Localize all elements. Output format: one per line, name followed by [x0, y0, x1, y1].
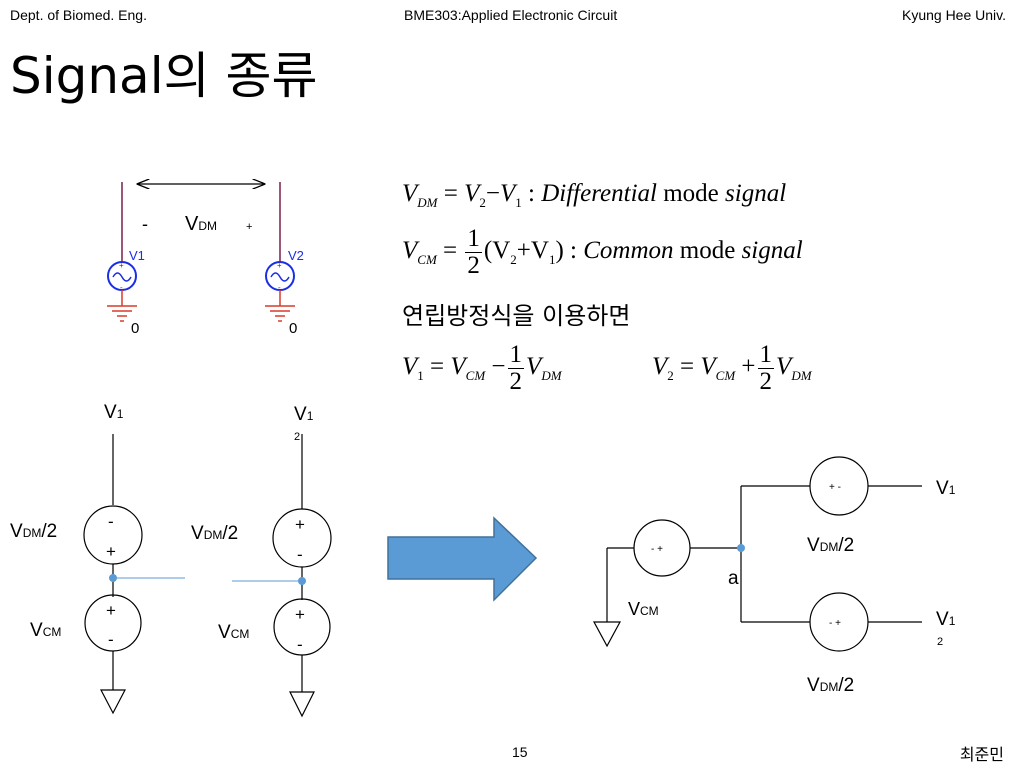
vcm-source-label: VCM	[628, 599, 659, 619]
header-university: Kyung Hee Univ.	[901, 7, 1006, 23]
source-v2-label: V2	[288, 248, 304, 263]
equivalent-circuit	[592, 456, 922, 652]
equation-vdm-definition: VDM = V2−V1 : Differential mode signal	[402, 180, 787, 210]
polarity-sign: -	[297, 635, 303, 654]
vdm-plus-label: +	[246, 221, 252, 233]
vdm-label: VDM	[185, 213, 217, 235]
polarity-sign: -	[297, 545, 303, 564]
ground-label-2: 0	[289, 320, 297, 337]
svg-text:-: -	[278, 283, 281, 292]
circuit2-top-label: V1	[294, 404, 314, 425]
bottom-source-polarity: - +	[829, 618, 841, 629]
circuit2-top-label-extra: 2	[294, 431, 300, 443]
svg-text:+: +	[119, 261, 124, 270]
polarity-sign: +	[106, 542, 116, 561]
top-source-polarity: + -	[829, 482, 841, 493]
output-v2-label: V1	[936, 609, 956, 630]
transform-arrow	[387, 516, 538, 602]
author-name: 최준민	[959, 745, 1004, 764]
slide-title: Signal의 종류	[10, 47, 318, 105]
vdm-minus-label: -	[142, 214, 148, 234]
node-dot	[298, 577, 306, 585]
ground-symbol	[107, 305, 137, 322]
circuit1-vdm-half-label: VDM/2	[10, 521, 57, 542]
circuit1-top-label: V1	[104, 402, 124, 423]
svg-text:+: +	[277, 261, 282, 270]
polarity-sign: +	[295, 605, 305, 624]
top-differential-circuit: - VDM + + - V1 0 + - V2	[107, 182, 304, 337]
header-course: BME303:Applied Electronic Circuit	[404, 7, 618, 23]
polarity-sign: -	[108, 512, 114, 531]
circuit2-vcm-label: VCM	[218, 622, 249, 643]
ground-symbol	[265, 305, 295, 322]
ac-source-v1: + - V1	[107, 248, 145, 292]
node-dot	[109, 574, 117, 582]
bottom-vdm-half-label: VDM/2	[807, 675, 854, 696]
ground-label-1: 0	[131, 320, 139, 337]
svg-text:-: -	[120, 283, 123, 292]
ac-source-v2: + - V2	[265, 248, 304, 292]
equation-korean-caption: 연립방정식을 이용하면	[402, 302, 631, 330]
vcm-source-polarity: - +	[651, 544, 663, 555]
polarity-sign: +	[295, 515, 305, 534]
source-v1-label: V1	[129, 248, 145, 263]
polarity-sign: -	[108, 630, 114, 649]
circuit1-vcm-label: VCM	[30, 620, 61, 641]
node-a-dot	[737, 544, 745, 552]
decomposed-circuit-v2	[272, 434, 332, 718]
top-vdm-half-label: VDM/2	[807, 535, 854, 556]
polarity-sign: +	[106, 601, 116, 620]
node-a-label: a	[728, 568, 739, 589]
decomposed-circuit-v1	[83, 434, 143, 715]
header-department: Dept. of Biomed. Eng.	[10, 7, 147, 23]
circuit2-vdm-half-label: VDM/2	[191, 523, 238, 544]
output-v1-label: V1	[936, 478, 956, 499]
page-number: 15	[512, 744, 528, 760]
output-v2-label-extra: 2	[937, 636, 943, 648]
